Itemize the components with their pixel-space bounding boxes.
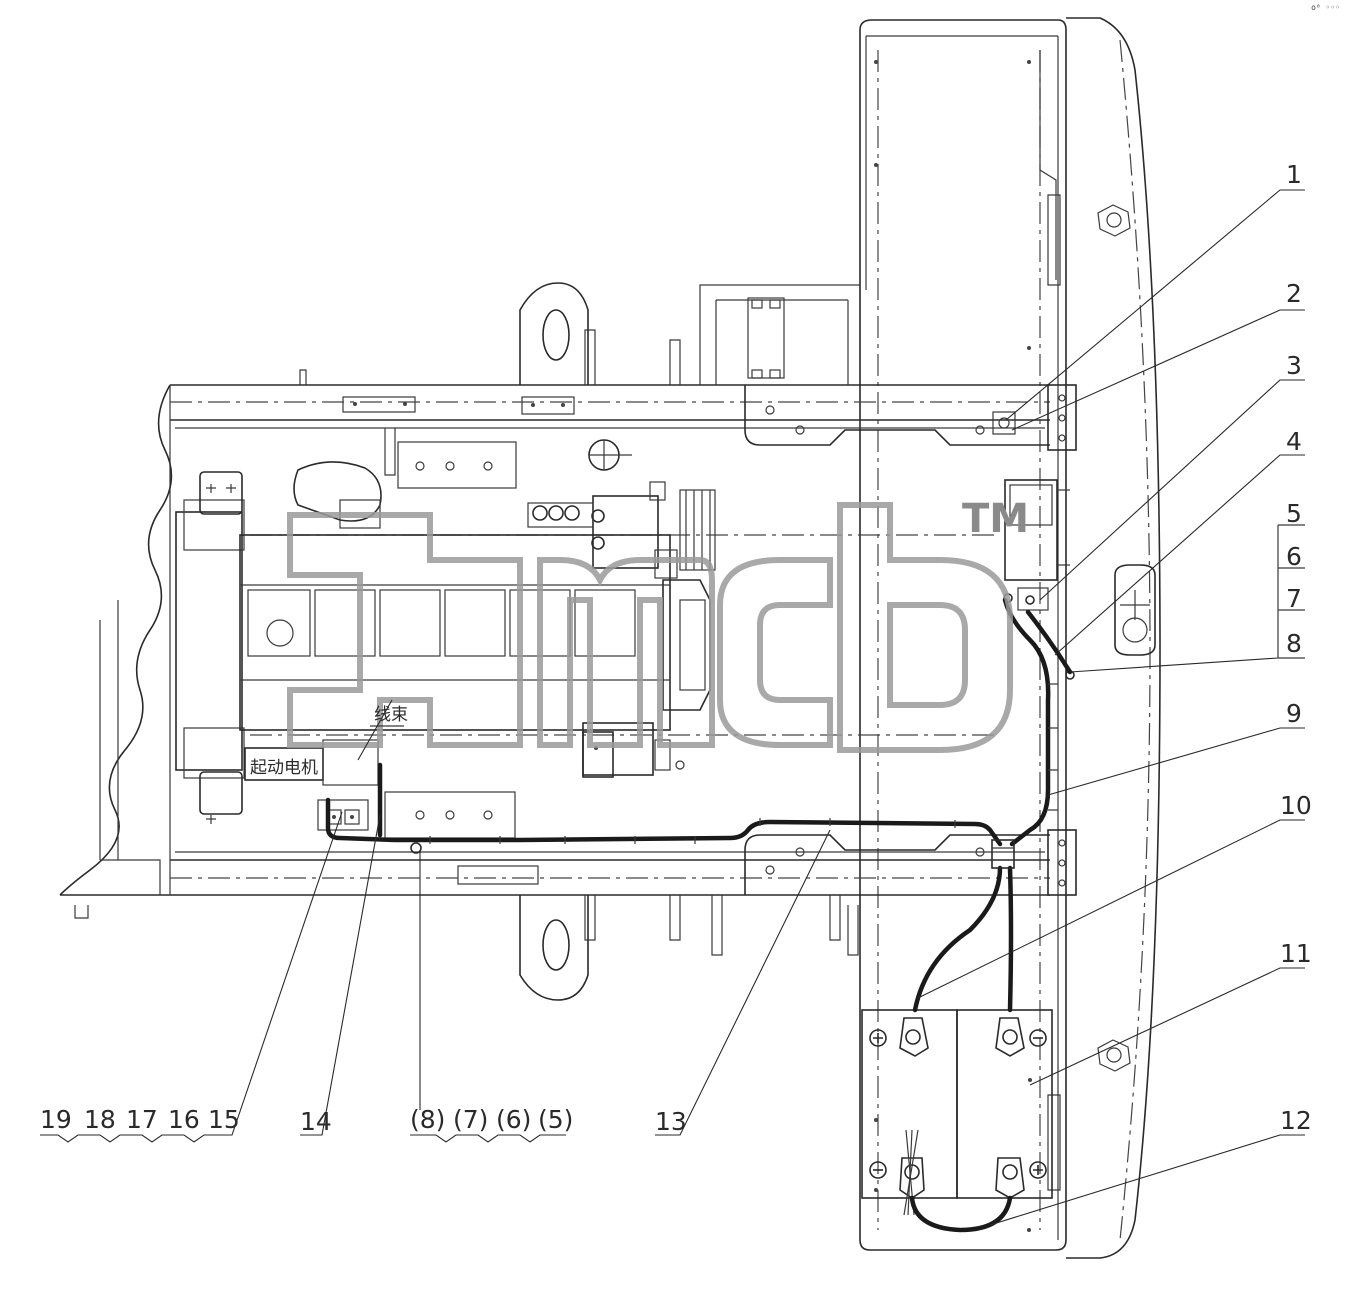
- battery-box: [861, 1009, 1053, 1216]
- engine-assembly: [175, 439, 716, 831]
- callout-7: 7: [1286, 584, 1302, 613]
- callout-13: 13: [655, 1107, 687, 1136]
- callout-4: 4: [1286, 427, 1302, 456]
- callout-11: 11: [1280, 939, 1312, 968]
- callout-p6: (6): [496, 1105, 531, 1134]
- callout-16: 16: [168, 1105, 200, 1134]
- main-frame: [59, 329, 1077, 956]
- callout-15: 15: [208, 1105, 240, 1134]
- positive-terminal-icon: [869, 1029, 887, 1047]
- callout-leaders: [40, 189, 1305, 1226]
- right-platform: [859, 17, 1161, 1259]
- bolt-head-upper: [1097, 204, 1131, 237]
- starter-motor-label: 起动电机: [250, 758, 318, 778]
- callout-17: 17: [126, 1105, 158, 1134]
- callout-18: 18: [84, 1105, 116, 1134]
- watermark-logo: TM: [287, 496, 1029, 753]
- callout-19: 19: [40, 1105, 72, 1134]
- cable-harness: [325, 597, 1073, 1233]
- harness-label: 线束: [374, 705, 408, 725]
- callout-1: 1: [1286, 160, 1302, 189]
- callout-14: 14: [300, 1107, 332, 1136]
- callout-10: 10: [1280, 791, 1312, 820]
- upper-bracket: [699, 284, 860, 385]
- callout-5: 5: [1286, 499, 1302, 528]
- relay-box: [992, 411, 1075, 680]
- callout-p8: (8): [410, 1105, 445, 1134]
- callout-9: 9: [1286, 699, 1302, 728]
- callout-2: 2: [1286, 279, 1302, 308]
- negative-terminal-icon: [1029, 1029, 1047, 1047]
- callout-12: 12: [1280, 1106, 1312, 1135]
- lifting-lugs: [519, 282, 589, 1001]
- bolt-head-lower: [1097, 1039, 1131, 1072]
- callout-3: 3: [1286, 351, 1302, 380]
- callout-numbers: 1 2 3 4 5 6 7 8 9 10 11 12 13 14 15 16 1…: [40, 160, 1312, 1136]
- trademark-symbol: TM: [962, 496, 1029, 542]
- callout-p7: (7): [453, 1105, 488, 1134]
- corner-mark: o⁰ ◦◦◦: [1311, 3, 1340, 12]
- positive-terminal-icon: [1029, 1161, 1047, 1179]
- negative-terminal-icon: [869, 1161, 887, 1179]
- callout-8: 8: [1286, 629, 1302, 658]
- callout-6: 6: [1286, 542, 1302, 571]
- callout-p5: (5): [538, 1105, 573, 1134]
